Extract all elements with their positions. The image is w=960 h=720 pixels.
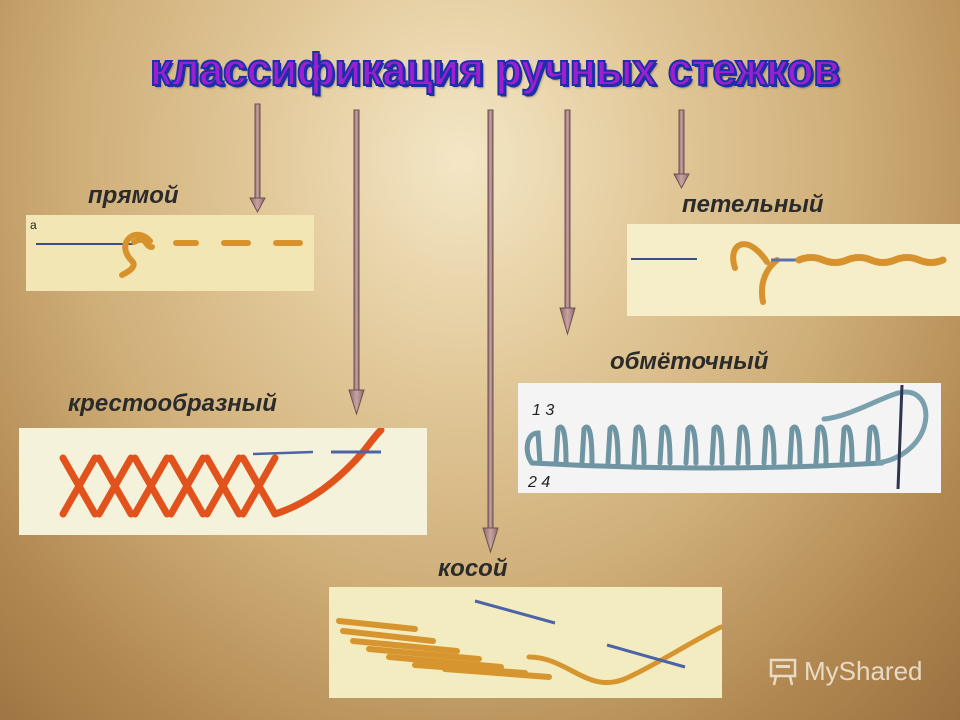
- arrow-to-loop: [673, 109, 690, 190]
- overcast-numbers-top: 1 3: [532, 402, 554, 419]
- watermark-text: MyShared: [804, 656, 923, 686]
- slanted-stitch-illustration: [329, 587, 722, 698]
- needle: [252, 450, 314, 456]
- arrow-to-overcast: [559, 109, 576, 336]
- straight-stitch-illustration: а: [26, 215, 314, 291]
- page-title: классификация ручных стежков: [149, 43, 841, 96]
- arrow-to-cross: [348, 109, 365, 416]
- needle-upper: [474, 599, 556, 625]
- label-straight-stitch: прямой: [88, 182, 179, 209]
- label-overcast-stitch: обмёточный: [610, 348, 769, 375]
- thread-loop: [730, 241, 770, 271]
- label-loop-stitch: петельный: [682, 191, 824, 218]
- arrow-to-slanted: [482, 109, 499, 554]
- straight-stitch-tag: а: [30, 218, 37, 232]
- slanted-stitches: [336, 618, 552, 680]
- thread-tail: [526, 624, 722, 685]
- overcast-numbers-bottom: 2 4: [527, 474, 550, 491]
- loop-stitch-illustration: [627, 224, 960, 316]
- needle-lower: [606, 643, 686, 669]
- label-slanted-stitch: косой: [438, 555, 508, 582]
- thread-tail: [821, 389, 929, 466]
- overcast-stitches: [524, 424, 885, 471]
- overcast-stitch-illustration: 1 3 2 4: [518, 383, 941, 493]
- watermark: MyShared: [768, 656, 923, 687]
- stitch-line: [795, 254, 947, 266]
- label-cross-stitch: крестообразный: [68, 390, 277, 417]
- cross-stitch-illustration: [19, 428, 427, 535]
- needle: [896, 384, 904, 490]
- arrow-to-straight: [249, 103, 266, 214]
- cross-stitches: [59, 454, 279, 518]
- thread-loop: [119, 231, 153, 278]
- presentation-board-icon: [769, 658, 797, 685]
- thread-tail: [271, 428, 385, 518]
